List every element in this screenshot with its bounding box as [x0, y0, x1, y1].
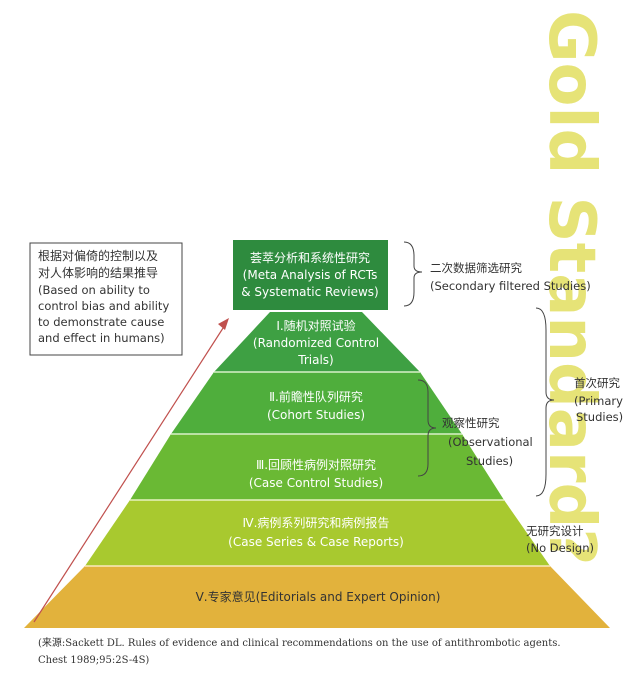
level-top-box	[233, 240, 388, 310]
primary-label-en2: Studies)	[576, 410, 623, 424]
secondary-label-en: (Secondary filtered Studies)	[430, 279, 591, 293]
secondary-label-zh: 二次数据筛选研究	[430, 261, 522, 275]
no-design-label-en: (No Design)	[526, 541, 594, 555]
level-top-zh: 荟萃分析和系统性研究	[250, 250, 370, 265]
observational-label-zh: 观察性研究	[442, 416, 500, 430]
left-note-line2: 对人体影响的结果推导	[38, 265, 158, 280]
left-note-line6: and effect in humans)	[38, 331, 165, 345]
level-4-en1: (Case Series & Case Reports)	[228, 535, 404, 549]
left-note-line4: control bias and ability	[38, 299, 169, 313]
level-2-en1: (Cohort Studies)	[267, 408, 365, 422]
observational-label-en2: Studies)	[466, 454, 513, 468]
primary-brace	[535, 307, 555, 497]
level-5-label: Ⅴ.专家意见(Editorials and Expert Opinion)	[196, 589, 441, 604]
level-4-band	[85, 500, 550, 566]
observational-brace	[417, 379, 437, 477]
level-4-zh: Ⅳ.病例系列研究和病例报告	[243, 515, 390, 530]
secondary-brace	[403, 241, 423, 307]
primary-label-en1: (Primary	[574, 394, 623, 408]
level-1-en2: Trials)	[297, 353, 333, 367]
no-design-label-zh: 无研究设计	[526, 524, 584, 538]
left-note-line1: 根据对偏倚的控制以及	[38, 248, 158, 263]
level-3-en1: (Case Control Studies)	[249, 476, 383, 490]
level-1-en1: (Randomized Control	[253, 336, 379, 350]
level-top-en2: & Systematic Reviews)	[241, 285, 378, 299]
level-5-band	[24, 566, 610, 628]
left-note-line5: to demonstrate cause	[38, 315, 164, 329]
left-note-line3: (Based on ability to	[38, 283, 150, 297]
left-note-box	[29, 242, 183, 356]
evidence-strength-arrow	[33, 324, 226, 623]
observational-label-en1: (Observational	[448, 435, 533, 449]
source-line2: Chest 1989;95:2S-4S)	[38, 655, 149, 666]
level-top-en1: (Meta Analysis of RCTs	[243, 268, 378, 282]
level-3-band	[130, 434, 504, 500]
level-2-zh: Ⅱ.前瞻性队列研究	[269, 389, 363, 404]
level-1-band	[214, 312, 420, 372]
level-1-zh: Ⅰ.随机对照试验	[276, 318, 355, 333]
level-2-band	[171, 372, 462, 434]
arrow-head-icon	[218, 318, 229, 330]
source-line1: (来源:Sackett DL. Rules of evidence and cl…	[38, 636, 561, 649]
primary-label-zh: 首次研究	[574, 376, 620, 390]
level-3-zh: Ⅲ.回顾性病例对照研究	[256, 457, 376, 472]
